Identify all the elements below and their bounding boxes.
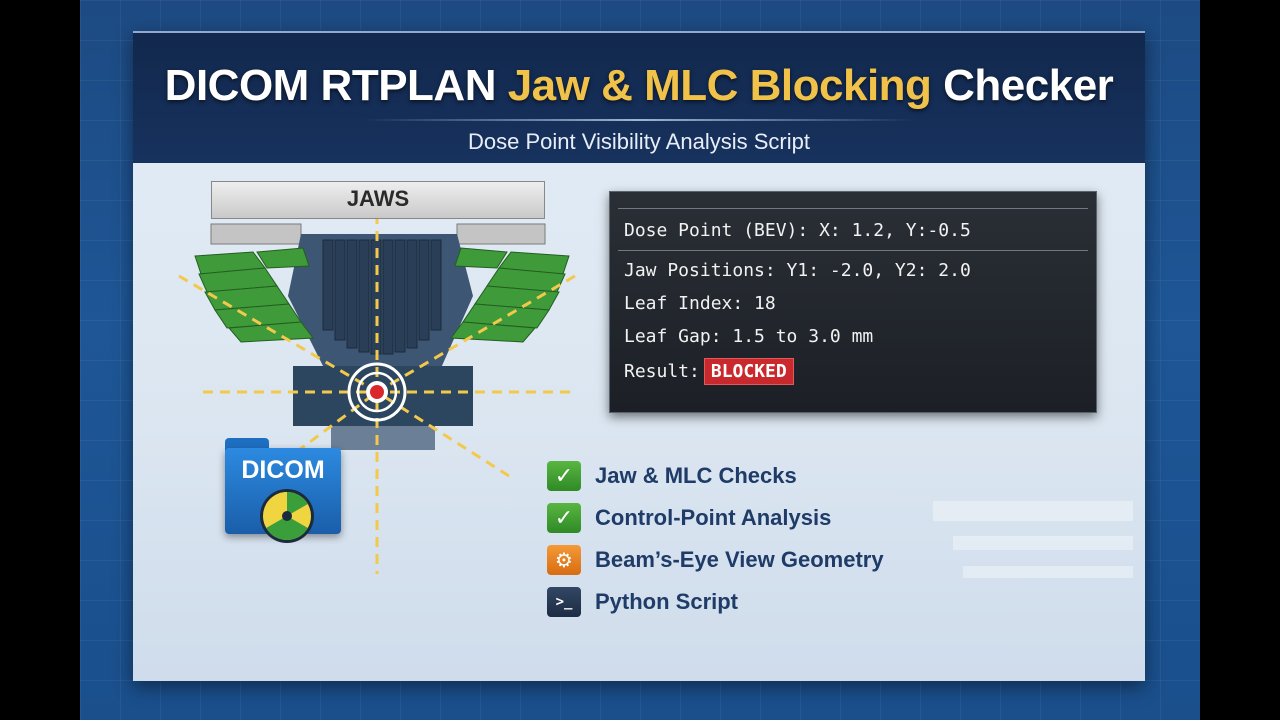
leaf-index-line: Leaf Index: 18: [624, 293, 776, 314]
title-pre: DICOM RTPLAN: [164, 61, 508, 110]
page-title: DICOM RTPLAN Jaw & MLC Blocking Checker: [133, 61, 1145, 111]
title-accent: Jaw & MLC Blocking: [507, 61, 932, 110]
decor-strip: [953, 536, 1133, 550]
decor-strip: [963, 566, 1133, 578]
central-leaves: [322, 239, 442, 355]
result-badge: BLOCKED: [703, 358, 794, 385]
target-ring-outer: [347, 362, 407, 422]
terminal-icon: >_: [547, 587, 581, 617]
jaw-block-right: [456, 223, 546, 245]
page-subtitle: Dose Point Visibility Analysis Script: [468, 129, 810, 154]
jaw-positions-line: Jaw Positions: Y1: -2.0, Y2: 2.0: [624, 260, 971, 281]
checklist-label: Python Script: [595, 589, 739, 614]
leaf-gap-line: Leaf Gap: 1.5 to 3.0 mm: [624, 326, 874, 347]
jaw-block-left: [210, 223, 302, 245]
collimator-graphic: [178, 214, 576, 574]
checklist-label: Jaw & MLC Checks: [595, 463, 797, 488]
result-line: Result:BLOCKED: [624, 358, 794, 385]
letterbox-right: [1200, 0, 1280, 720]
checklist-item: ✓ Jaw & MLC Checks: [547, 455, 967, 497]
checklist-item: ⚙ Beam’s-Eye View Geometry: [547, 539, 967, 581]
main-panel: DICOM RTPLAN Jaw & MLC Blocking Checker …: [133, 31, 1145, 681]
gantry-base: [331, 426, 435, 450]
checklist-item: ✓ Control-Point Analysis: [547, 497, 967, 539]
checklist-label: Control-Point Analysis: [595, 505, 832, 530]
letterbox-left: [0, 0, 80, 720]
target-ring-inner: [356, 371, 398, 413]
result-label: Result:: [624, 361, 700, 382]
analysis-info-box: Dose Point (BEV): X: 1.2, Y:-0.5 Jaw Pos…: [609, 191, 1097, 413]
jaws-label: JAWS: [346, 186, 410, 211]
header-banner: DICOM RTPLAN Jaw & MLC Blocking Checker …: [133, 31, 1145, 163]
checklist-label: Beam’s-Eye View Geometry: [595, 547, 884, 572]
checklist-item: >_ Python Script: [547, 581, 967, 623]
target-dot: [370, 385, 384, 399]
feature-checklist: ✓ Jaw & MLC Checks ✓ Control-Point Analy…: [547, 455, 967, 623]
check-icon: ✓: [547, 461, 581, 491]
jaws-bar: [211, 181, 545, 219]
info-top-rule: [618, 208, 1088, 209]
dicom-folder-icon: DICOM: [225, 438, 341, 543]
decor-strip: [933, 501, 1133, 521]
gear-icon: ⚙: [547, 545, 581, 575]
radiation-icon: [260, 489, 314, 543]
dicom-label: DICOM: [241, 456, 325, 484]
dose-point-line: Dose Point (BEV): X: 1.2, Y:-0.5: [624, 220, 971, 241]
title-post: Checker: [931, 61, 1114, 110]
info-separator: [618, 250, 1088, 251]
check-icon: ✓: [547, 503, 581, 533]
mlc-leaves-right: [450, 247, 570, 343]
title-rule: [363, 119, 915, 121]
collimator-diagram: JAWS DICOM: [173, 176, 593, 596]
